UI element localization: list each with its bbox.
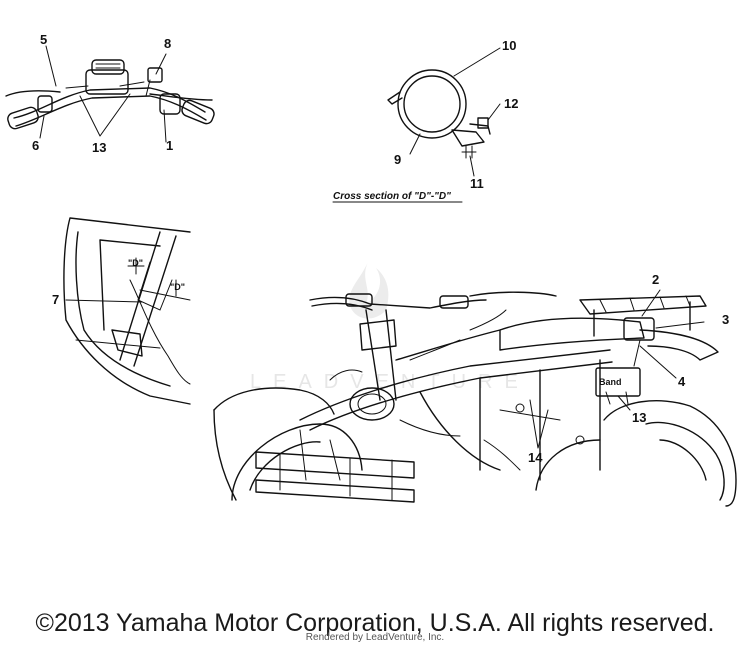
rendered-by-notice: Rendered by LeadVenture, Inc. [305,632,445,643]
band-leaders [332,47,501,203]
callout-8: 8 [164,36,171,51]
callout-11: 11 [470,176,484,191]
callout-9: 9 [394,152,401,167]
callout-14: 14 [528,450,543,465]
band-label: Band [599,377,622,387]
watermark-text: LEADVENTURE [250,371,530,393]
leader-7 [65,299,143,303]
detail-mark-d-left: "D" [128,258,143,268]
callout-7: 7 [52,292,59,307]
callout-5: 5 [40,32,47,47]
callout-3: 3 [722,312,729,327]
callout-4: 4 [678,374,686,389]
atv-illustration [213,291,737,507]
atv-leaders [529,289,705,449]
frame-detail [63,217,191,405]
callout-12: 12 [504,96,518,111]
detail-mark-d-right: "D" [170,282,185,292]
band-cross-section [387,69,491,159]
callout-10: 10 [502,38,516,53]
callout-6: 6 [32,138,39,153]
callout-13-handlebar: 13 [92,140,106,155]
handlebar-leaders [39,45,167,143]
callout-1: 1 [166,138,173,153]
copyright-notice: ©2013 Yamaha Motor Corporation, U.S.A. A… [35,609,715,637]
callout-13-band: 13 [632,410,646,425]
watermark: LEADVENTURE [250,262,530,393]
section-caption: Cross section of "D"-"D" [333,191,451,202]
callout-2: 2 [652,272,659,287]
handlebar-illustration [5,59,215,130]
